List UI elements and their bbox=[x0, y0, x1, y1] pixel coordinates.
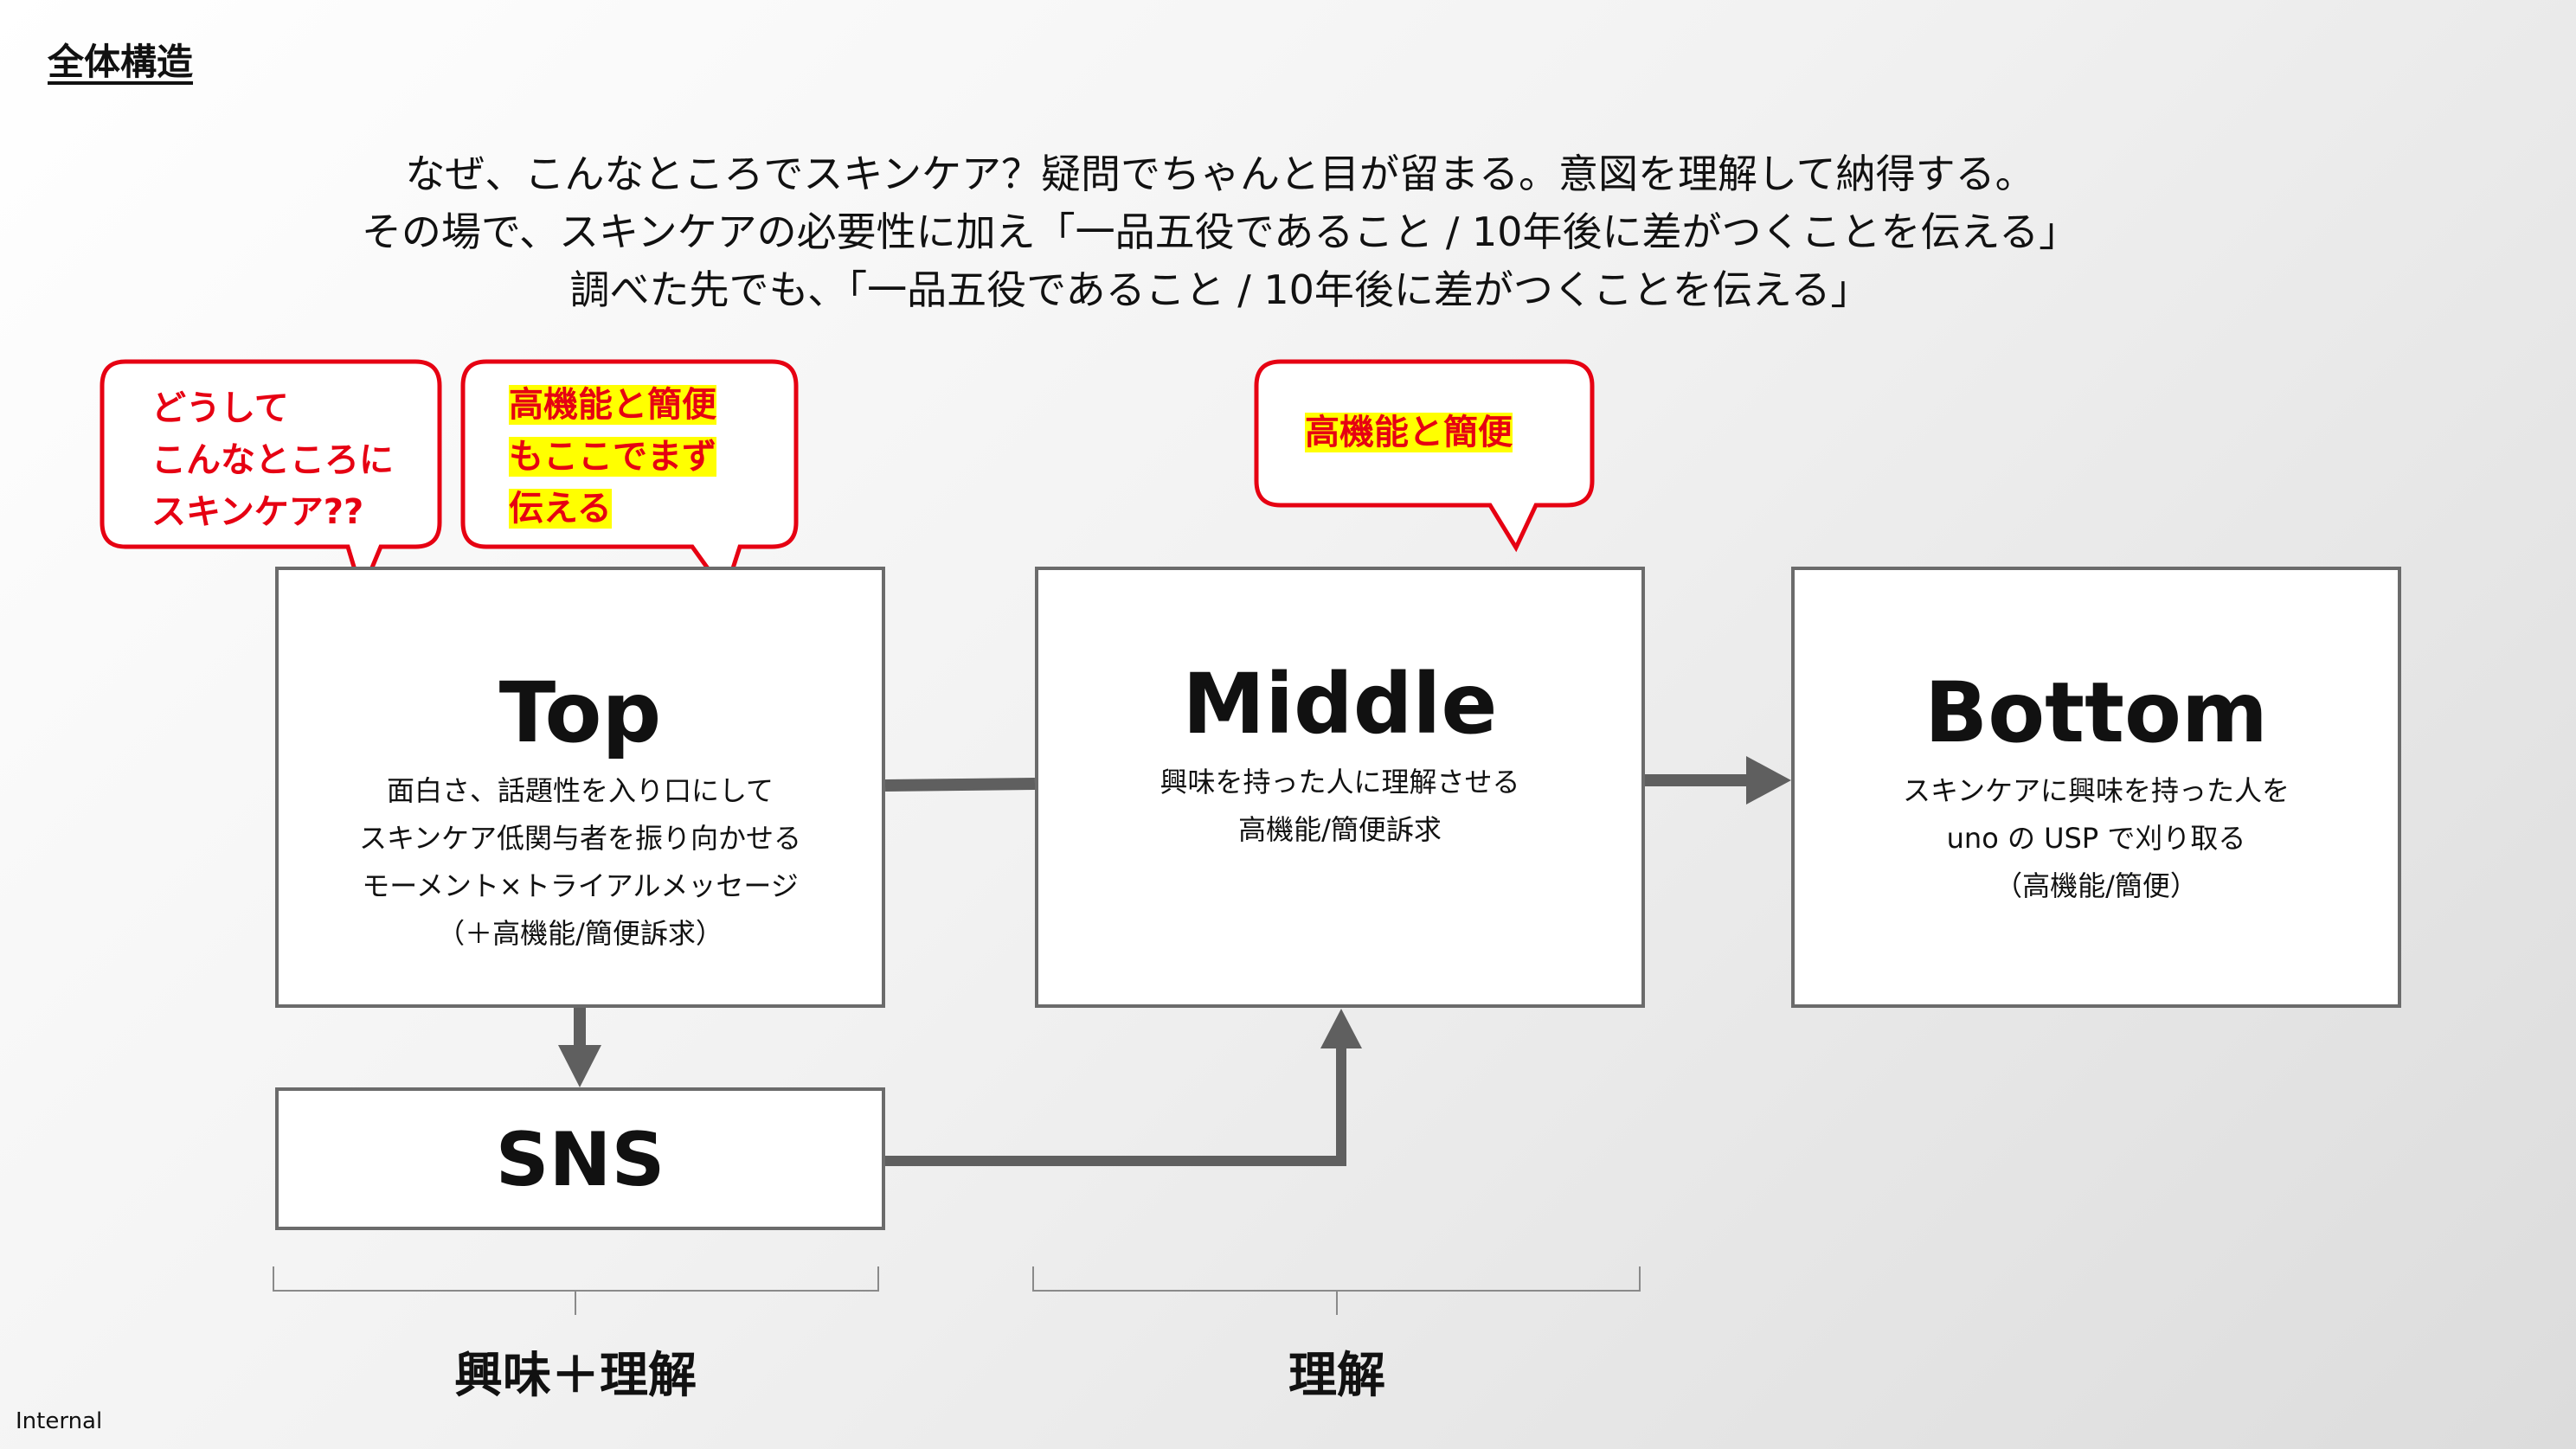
arrow-top-sns-head bbox=[558, 1045, 601, 1087]
page-title: 全体構造 bbox=[48, 41, 194, 83]
stage-top-description: 面白さ、話題性を入り口にして スキンケア低関与者を振り向かせる モーメント×トラ… bbox=[358, 774, 802, 950]
footer-classification: Internal bbox=[16, 1408, 103, 1434]
stage-bottom-description: スキンケアに興味を持った人を uno の USP で刈り取る （高機能/簡便） bbox=[1902, 774, 2290, 902]
stage-middle-box: Middle 興味を持った人に理解させる 高機能/簡便訴求 bbox=[1035, 567, 1645, 1008]
stage-top-box: Top 面白さ、話題性を入り口にして スキンケア低関与者を振り向かせる モーメン… bbox=[275, 567, 885, 1008]
bracket-right-label: 理解 bbox=[1288, 1348, 1385, 1404]
arrow-sns-middle-shaft bbox=[885, 1048, 1346, 1166]
arrow-middle-bottom-head bbox=[1746, 756, 1791, 805]
arrow-sns-middle-head bbox=[1320, 1009, 1362, 1048]
connector-top-middle bbox=[884, 778, 1036, 792]
intro-line-1: なぜ、こんなところでスキンケア？疑問でちゃんと目が留まる。意図を理解して納得する… bbox=[405, 151, 2035, 197]
bubble-1-text: どうして こんなところに スキンケア?? bbox=[151, 388, 394, 532]
intro-line-2: その場で、スキンケアの必要性に加え「一品五役であること / 10年後に差がつくこ… bbox=[361, 208, 2079, 255]
intro-line-3: 調べた先でも、「一品五役であること / 10年後に差がつくことを伝える」 bbox=[569, 266, 1871, 313]
bracket-left bbox=[273, 1266, 879, 1315]
bracket-left-label: 興味＋理解 bbox=[454, 1348, 697, 1404]
speech-bubble-3 bbox=[1254, 359, 1595, 553]
stage-top-title: Top bbox=[498, 664, 662, 761]
stage-bottom-title: Bottom bbox=[1924, 664, 2268, 761]
sns-title: SNS bbox=[495, 1117, 665, 1203]
stage-middle-title: Middle bbox=[1182, 656, 1498, 753]
stage-middle-description: 興味を持った人に理解させる 高機能/簡便訴求 bbox=[1160, 766, 1520, 846]
bubble-3-text: 高機能と簡便 bbox=[1305, 413, 1513, 452]
bubble-2-text: 高機能と簡便 もここでまず 伝える bbox=[509, 385, 716, 529]
stage-bottom-box: Bottom スキンケアに興味を持った人を uno の USP で刈り取る （高… bbox=[1791, 567, 2401, 1008]
sns-box: SNS bbox=[275, 1087, 885, 1230]
intro-text: なぜ、こんなところでスキンケア？疑問でちゃんと目が留まる。意図を理解して納得する… bbox=[173, 145, 2267, 319]
bracket-right bbox=[1032, 1266, 1641, 1315]
